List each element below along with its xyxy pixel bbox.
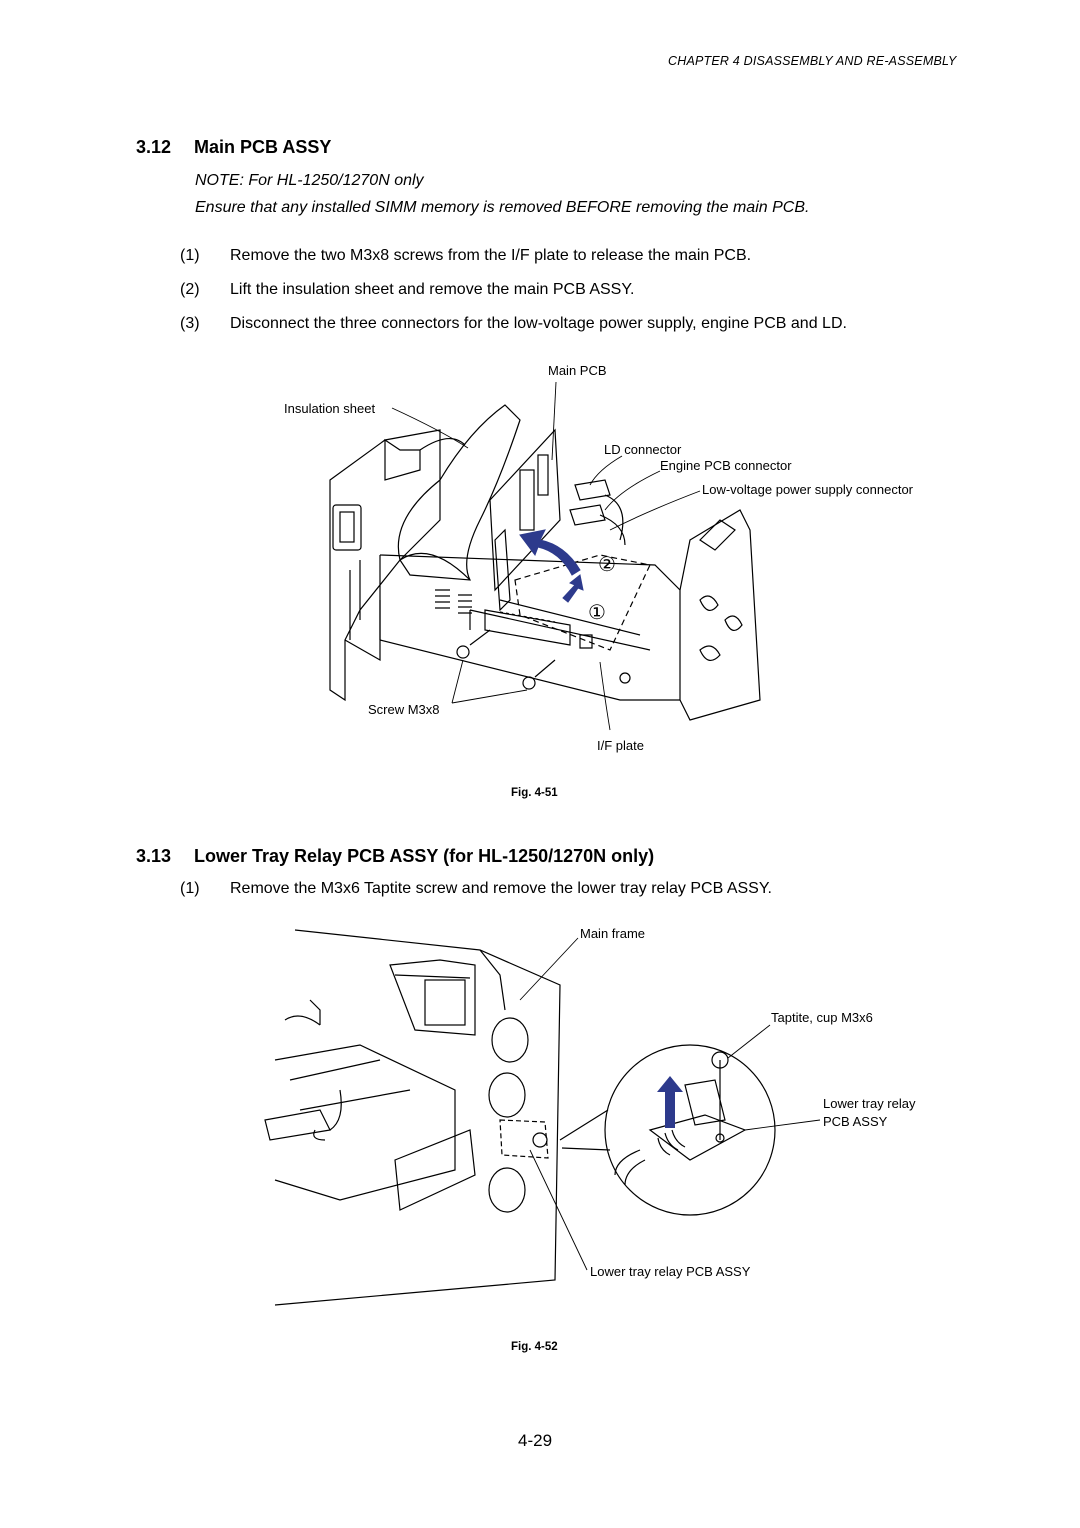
label-relay-line1: Lower tray relay [823, 1096, 916, 1111]
step-number: (1) [180, 247, 200, 264]
section-title-text: Lower Tray Relay PCB ASSY (for HL-1250/1… [194, 846, 655, 866]
label-low-voltage-connector: Low-voltage power supply connector [702, 482, 914, 497]
figure-4-52-illustration [264, 929, 776, 1306]
step-text: Remove the two M3x8 screws from the I/F … [230, 247, 752, 264]
step-number: (2) [180, 281, 200, 298]
section-number: 3.13 [136, 846, 172, 866]
step-1: (1) Remove the M3x6 Taptite screw and rem… [180, 880, 772, 898]
section-title-text: Main PCB ASSY [194, 137, 332, 157]
printer-chassis-illustration [329, 404, 761, 721]
label-screw: Screw M3x8 [368, 702, 440, 717]
section-3-13-title: 3.13 Lower Tray Relay PCB ASSY (for HL-12… [136, 846, 654, 867]
label-taptite: Taptite, cup M3x6 [771, 1010, 873, 1025]
step-marker-2: ② [598, 554, 616, 576]
figure-caption-4-51: Fig. 4-51 [511, 787, 558, 799]
note-text: NOTE: For HL-1250/1270N only [195, 172, 424, 189]
chapter-header: CHAPTER 4 DISASSEMBLY AND RE-ASSEMBLY [668, 54, 957, 68]
lift-arrow [657, 1076, 683, 1128]
label-insulation-sheet: Insulation sheet [284, 401, 376, 416]
label-relay-bottom: Lower tray relay PCB ASSY [590, 1264, 751, 1279]
removal-arrows [519, 529, 584, 603]
step-text: Disconnect the three connectors for the … [230, 315, 847, 332]
step-2: (2) Lift the insulation sheet and remove … [180, 281, 634, 299]
step-number: (3) [180, 315, 200, 332]
label-relay-line2: PCB ASSY [823, 1114, 888, 1129]
figure-4-51-leaders [391, 381, 701, 731]
section-3-12-title: 3.12 Main PCB ASSY [136, 137, 331, 158]
step-number: (1) [180, 880, 200, 897]
label-engine-pcb-connector: Engine PCB connector [660, 458, 792, 473]
step-3: (3) Disconnect the three connectors for t… [180, 315, 847, 333]
step-marker-1: ① [588, 602, 606, 624]
step-1: (1) Remove the two M3x8 screws from the I… [180, 247, 751, 265]
section-number: 3.12 [136, 137, 172, 157]
step-text: Lift the insulation sheet and remove the… [230, 281, 635, 298]
label-ld-connector: LD connector [604, 442, 682, 457]
figure-4-52-leaders [519, 937, 821, 1271]
step-text: Remove the M3x6 Taptite screw and remove… [230, 880, 772, 897]
label-main-frame: Main frame [580, 926, 646, 941]
label-main-pcb: Main PCB [548, 363, 607, 378]
label-if-plate: I/F plate [597, 738, 644, 753]
page-number: 4-29 [518, 1431, 553, 1450]
warning-text: Ensure that any installed SIMM memory is… [195, 199, 810, 216]
figure-caption-4-52: Fig. 4-52 [511, 1341, 558, 1353]
